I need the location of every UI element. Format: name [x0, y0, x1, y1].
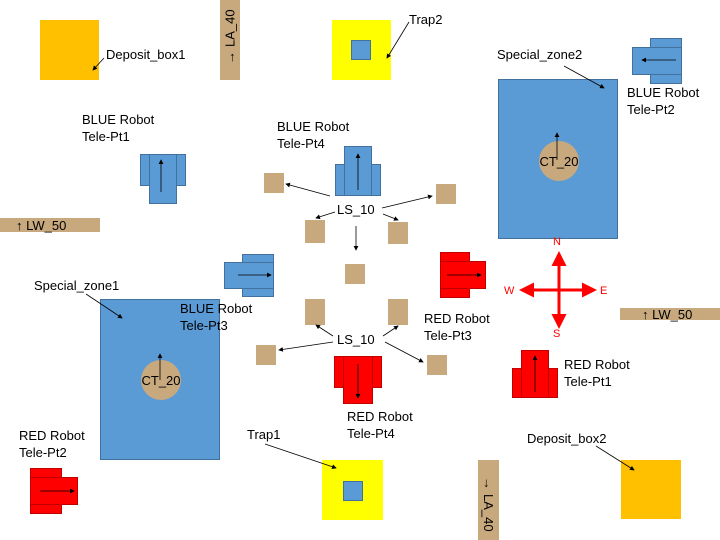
- blue-robot-pt2-label: BLUE Robot Tele-Pt2: [627, 85, 700, 117]
- blue-robot-pt2: [632, 38, 682, 84]
- wall-la-40-bottom-arrow: →: [481, 476, 496, 490]
- trap-1-label: Trap1: [247, 427, 281, 442]
- blue-robot-pt3-side-top: [242, 254, 274, 263]
- trap-2: [332, 20, 391, 80]
- ls-10-label-bottom: LS_10: [337, 332, 375, 347]
- leader-trap2: [386, 21, 410, 59]
- trap-2-label: Trap2: [409, 12, 443, 27]
- obstacle-7: [388, 299, 408, 325]
- wall-lw-50-right-label: LW_50: [652, 306, 693, 322]
- compass-rose: [519, 251, 597, 329]
- red-robot-pt2-side-bottom: [30, 504, 62, 514]
- wall-la-40-bottom-label: LA_40: [481, 493, 496, 532]
- ls-bottom-to-obstacle-6: [315, 324, 334, 337]
- blue-robot-pt2-body: [632, 47, 682, 75]
- blue-robot-pt4-label: BLUE Robot Tele-Pt4: [277, 119, 350, 151]
- special-zone-2: CT_20: [498, 79, 618, 239]
- obstacle-6: [305, 299, 325, 325]
- ls-top-to-obstacle-2: [381, 194, 433, 209]
- blue-robot-pt3: [224, 254, 274, 297]
- obstacle-8: [256, 345, 276, 365]
- wall-lw-50-right-arrow: ↑: [642, 306, 649, 322]
- red-robot-pt3-side-bottom: [440, 288, 470, 298]
- leader-trap1: [264, 443, 337, 469]
- leader-special-zone2: [563, 65, 605, 89]
- blue-robot-pt2-side-top: [650, 38, 682, 48]
- red-robot-pt1-label: RED Robot Tele-Pt1: [564, 357, 630, 389]
- deposit-box-1: [40, 20, 99, 80]
- compass-s: S: [553, 328, 561, 340]
- ct-20-zone-2: CT_20: [539, 141, 579, 181]
- compass-w: W: [504, 285, 515, 297]
- blue-robot-pt4-side-left: [335, 164, 345, 196]
- red-robot-pt4-side-right: [372, 356, 382, 388]
- wall-lw-50-right: ↑ LW_50: [620, 306, 720, 322]
- red-robot-pt2-side-top: [30, 468, 62, 478]
- red-robot-pt2-label: RED Robot Tele-Pt2: [19, 428, 85, 460]
- obstacle-3: [305, 220, 325, 243]
- wall-lw-50-left-label: LW_50: [26, 217, 67, 233]
- compass-n: N: [553, 236, 561, 248]
- ls-top-to-obstacle-4: [382, 213, 399, 221]
- ct-20-zone-2-label: CT_20: [539, 153, 579, 169]
- ls-top-to-obstacle-3: [315, 211, 336, 220]
- wall-la-40-bottom: → LA_40: [478, 460, 499, 540]
- deposit-box-2-label: Deposit_box2: [527, 431, 607, 446]
- red-robot-pt1-side-right: [548, 368, 558, 398]
- leader-special-zone1: [85, 293, 123, 319]
- leader-deposit-box1: [92, 57, 105, 71]
- leader-deposit-box2: [595, 445, 635, 471]
- blue-robot-pt3-side-bottom: [242, 288, 274, 297]
- blue-robot-pt1-side-left: [140, 154, 150, 186]
- ls-bottom-to-obstacle-8: [278, 341, 334, 352]
- deposit-box-1-label: Deposit_box1: [106, 47, 186, 62]
- wall-lw-50-left: ↑ LW_50: [0, 217, 100, 233]
- obstacle-9: [427, 355, 447, 375]
- ls-bottom-to-obstacle-9: [384, 341, 424, 363]
- ls-bottom-to-obstacle-7: [382, 325, 399, 337]
- obstacle-2: [436, 184, 456, 204]
- special-zone-2-label: Special_zone2: [497, 47, 583, 62]
- trap-1: [322, 460, 383, 520]
- blue-robot-pt4-side-right: [371, 164, 381, 196]
- ls-10-label-top: LS_10: [337, 202, 375, 217]
- obstacle-4: [388, 222, 408, 244]
- blue-robot-pt2-side-bottom: [650, 74, 682, 84]
- special-zone-1-label: Special_zone1: [34, 278, 120, 293]
- wall-lw-50-left-arrow: ↑: [16, 217, 23, 233]
- ct-20-zone-1: CT_20: [141, 360, 181, 400]
- blue-robot-pt3-label: BLUE Robot Tele-Pt3: [180, 301, 253, 333]
- trap-2-core: [351, 40, 371, 60]
- blue-robot-pt1-label: BLUE Robot Tele-Pt1: [82, 112, 155, 144]
- obstacle-1: [264, 173, 284, 193]
- trap-1-core: [343, 481, 363, 501]
- red-robot-pt1-side-left: [512, 368, 522, 398]
- red-robot-pt3-side-top: [440, 252, 470, 262]
- ct-20-zone-1-label: CT_20: [141, 372, 181, 388]
- ls-top-to-obstacle-1: [285, 182, 331, 197]
- blue-robot-pt3-body: [224, 262, 274, 289]
- red-robot-pt4-label: RED Robot Tele-Pt4: [347, 409, 413, 441]
- blue-robot-pt1-side-right: [176, 154, 186, 186]
- red-robot-pt4-side-left: [334, 356, 344, 388]
- red-robot-pt3-label: RED Robot Tele-Pt3: [424, 311, 490, 343]
- compass-e: E: [600, 285, 608, 297]
- obstacle-5: [345, 264, 365, 284]
